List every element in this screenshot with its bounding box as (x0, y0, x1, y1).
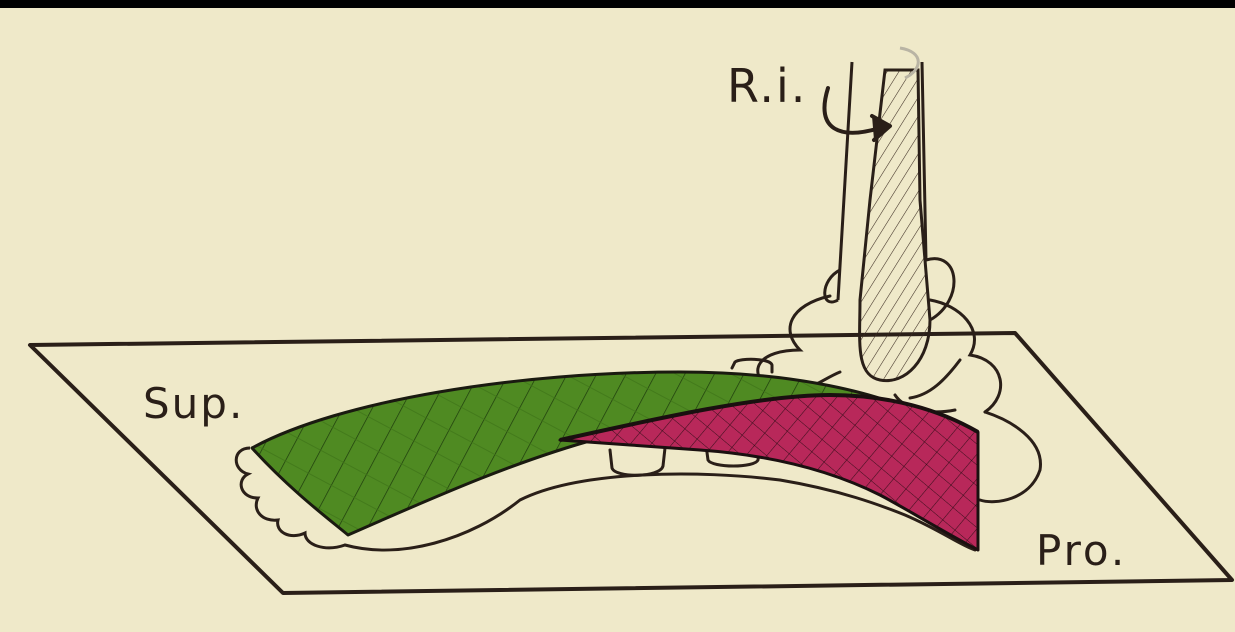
label-pronation: Pro. (1036, 526, 1127, 575)
label-rotation: R.i. (727, 59, 807, 113)
label-supination: Sup. (143, 379, 244, 428)
